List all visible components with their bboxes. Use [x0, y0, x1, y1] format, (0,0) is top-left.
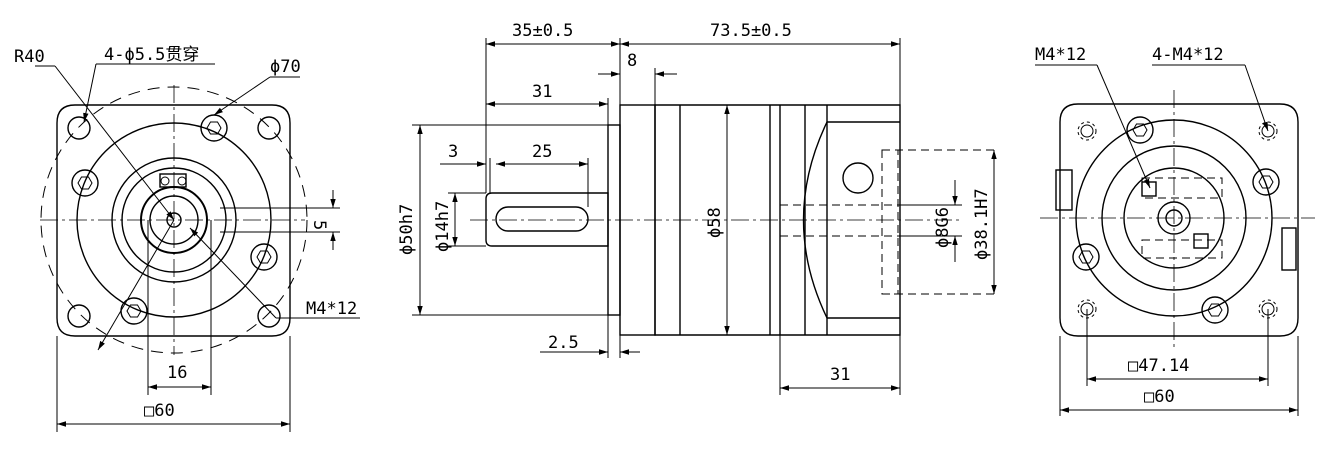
d381-label: ϕ38.1H7	[972, 188, 992, 260]
right-view: M4*12 4-M4*12 □47.14 □60	[1035, 45, 1315, 416]
m4x4-label: 4-M4*12	[1152, 45, 1224, 65]
d14-label: ϕ14h7	[433, 201, 453, 252]
d8g6-label: ϕ8G6	[933, 207, 953, 248]
d73-label: 73.5±0.5	[710, 21, 792, 41]
sq60-label: □60	[1144, 387, 1175, 407]
d50-label: ϕ50h7	[397, 204, 417, 255]
dim5-label: 5	[309, 220, 329, 230]
d31bottom-label: 31	[830, 365, 850, 385]
d3-label: 3	[448, 142, 458, 162]
screw-icon	[1072, 116, 1280, 324]
left-view: R40 4-ϕ5.5贯穿 ϕ70 5 M4*12 16 □60	[14, 45, 360, 432]
d25b-label: 2.5	[548, 333, 579, 353]
d25-label: 25	[532, 142, 552, 162]
m4-label: M4*12	[1035, 45, 1086, 65]
dia70-label: ϕ70	[270, 57, 301, 77]
d31top-label: 31	[532, 82, 552, 102]
tapped-hole-icon	[1077, 121, 1278, 319]
screw-icon	[71, 114, 278, 325]
r40-label: R40	[14, 47, 45, 67]
sq4714-label: □47.14	[1128, 356, 1189, 376]
holes-label: 4-ϕ5.5贯穿	[104, 45, 199, 65]
d8-label: 8	[627, 51, 637, 71]
side-view: 35±0.5 73.5±0.5 8 31 3 25 ϕ50h7 ϕ14h7 ϕ5…	[397, 21, 997, 395]
d58-label: ϕ58	[705, 207, 725, 238]
d35-label: 35±0.5	[512, 21, 573, 41]
m4-label: M4*12	[306, 299, 357, 319]
dim16-label: 16	[167, 363, 187, 383]
sq60-label: □60	[144, 401, 175, 421]
